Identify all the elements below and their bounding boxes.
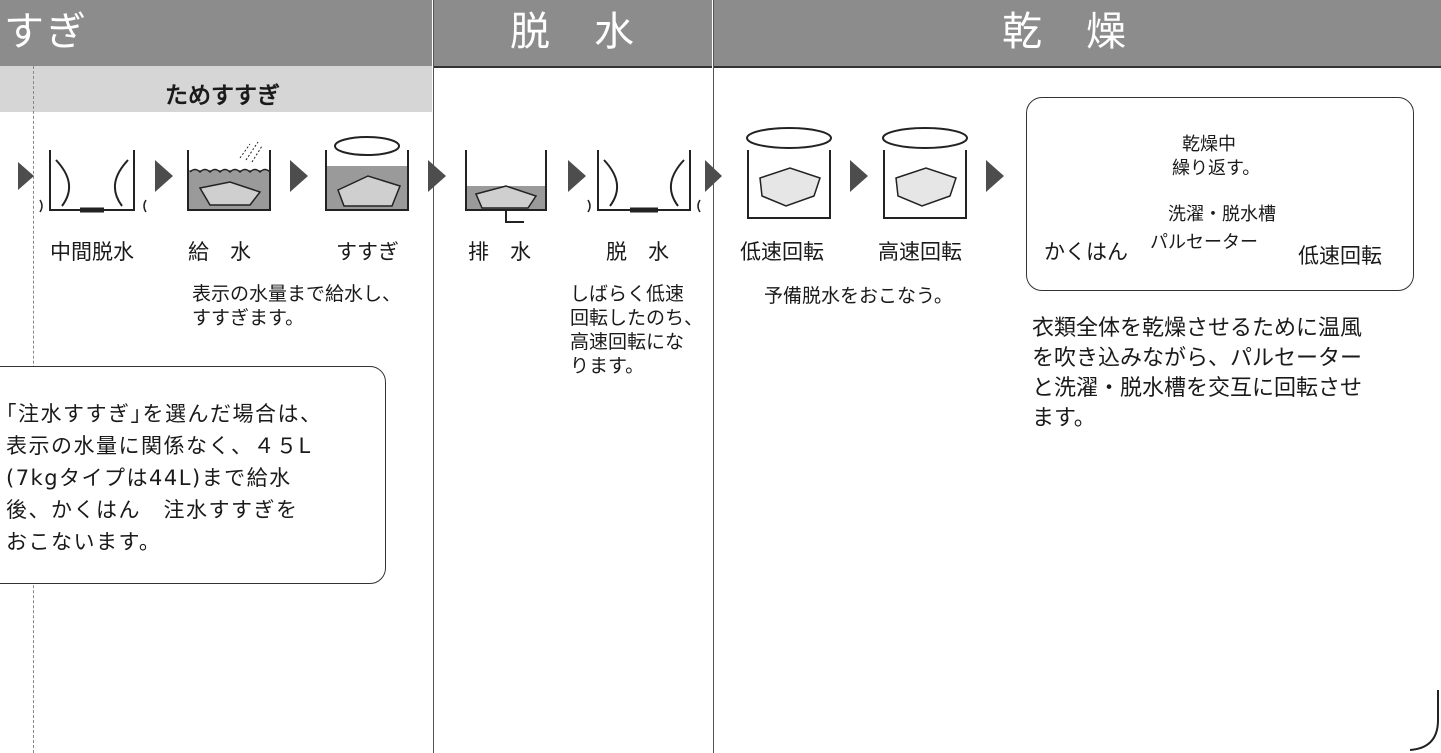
tub-water-supply-icon [187, 141, 271, 211]
note-dry: 衣類全体を乾燥させるために温風 を吹き込みながら、パルセーター と洗濯・脱水槽を… [1032, 316, 1363, 431]
rinse-subheader: ためすすぎ [165, 83, 280, 109]
tub-high-rotation-icon [882, 127, 968, 219]
tub-rinse-icon [325, 136, 409, 211]
tub-mid-spin-icon [39, 150, 147, 213]
note-water-supply: 表示の水量まで給水し、 すすぎます。 [192, 283, 402, 329]
header-dry: 乾 燥 [1002, 9, 1128, 55]
drying-during-label: 乾燥中 [1182, 134, 1236, 155]
label-low-rotation-2: 低速回転 [1298, 244, 1382, 268]
header-bar-spin [434, 0, 712, 68]
rinse-subheader-bar [0, 66, 432, 112]
tub-spin-icon [587, 150, 701, 213]
page-corner [1409, 690, 1439, 751]
label-high-rotation: 高速回転 [878, 240, 962, 264]
tub-label: 洗濯・脱水槽 [1168, 204, 1276, 225]
label-spin: 脱 水 [606, 240, 669, 264]
label-low-rotation: 低速回転 [740, 240, 824, 264]
column-divider-2 [713, 0, 714, 753]
label-water-supply: 給 水 [188, 240, 251, 264]
callout-box [0, 366, 386, 584]
note-prespin: 予備脱水をおこなう。 [764, 285, 953, 307]
callout-text: ｢注水すすぎ｣を選んだ場合は、 表示の水量に関係なく、４５L (7kgタイプは4… [6, 402, 323, 554]
tub-drain-icon [465, 150, 547, 223]
pulsator-label: パルセーター [1150, 232, 1258, 253]
label-drain: 排 水 [468, 240, 531, 264]
header-rinse: すぎ [4, 9, 88, 55]
column-divider-1 [433, 0, 434, 753]
label-mid-spin: 中間脱水 [50, 240, 134, 264]
label-rinse: すすぎ [336, 240, 399, 264]
header-spin: 脱 水 [510, 9, 636, 55]
note-spin: しばらく低速 回転したのち、 高速回転にな ります。 [570, 283, 704, 377]
drying-cycle-box [1026, 97, 1414, 291]
label-agitate: かくはん [1044, 240, 1128, 264]
drying-repeat-label: 繰り返す。 [1172, 158, 1261, 179]
header-bar-dry [714, 0, 1441, 68]
tub-low-rotation-icon [746, 127, 832, 219]
